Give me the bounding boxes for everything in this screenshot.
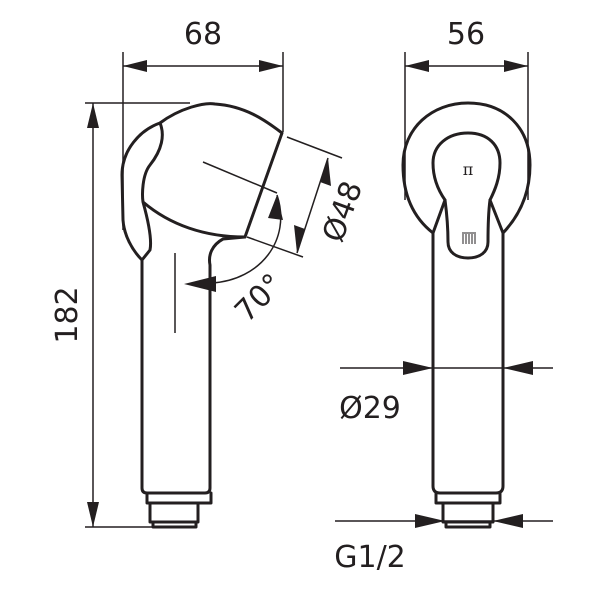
arrow-right-icon — [403, 361, 433, 375]
handle-diameter-label: Ø29 — [339, 391, 401, 426]
arrow-right-icon — [259, 60, 283, 72]
arrow-icon — [320, 158, 331, 186]
arrow-right-icon — [415, 514, 445, 528]
side-view: 68 182 Ø48 70° — [50, 17, 370, 529]
width-front-label: 56 — [447, 17, 485, 52]
height-label: 182 — [50, 286, 85, 343]
thread-label: G1/2 — [334, 540, 406, 575]
handle-outline — [431, 198, 505, 495]
connector-collar — [145, 491, 213, 529]
arrow-left-icon — [184, 276, 216, 292]
arrow-left-icon — [405, 60, 429, 72]
arrow-icon — [268, 195, 283, 220]
arrow-right-icon — [504, 60, 528, 72]
arrow-left-icon — [493, 514, 523, 528]
head-diameter-label: Ø48 — [316, 177, 370, 247]
connector-collar — [434, 491, 502, 529]
head-axis — [202, 161, 278, 194]
angle-label: 70° — [228, 267, 290, 329]
arrow-down-icon — [87, 502, 99, 527]
mist-spray-icon — [462, 232, 476, 244]
arrow-left-icon — [503, 361, 533, 375]
arrow-icon — [294, 225, 305, 253]
front-view: π 56 Ø29 G1/2 — [334, 17, 553, 575]
arrow-left-icon — [123, 60, 147, 72]
width-side-label: 68 — [184, 17, 222, 52]
arrow-up-icon — [87, 103, 99, 128]
head-inner-line — [140, 121, 247, 262]
rain-spray-icon: π — [463, 160, 474, 179]
